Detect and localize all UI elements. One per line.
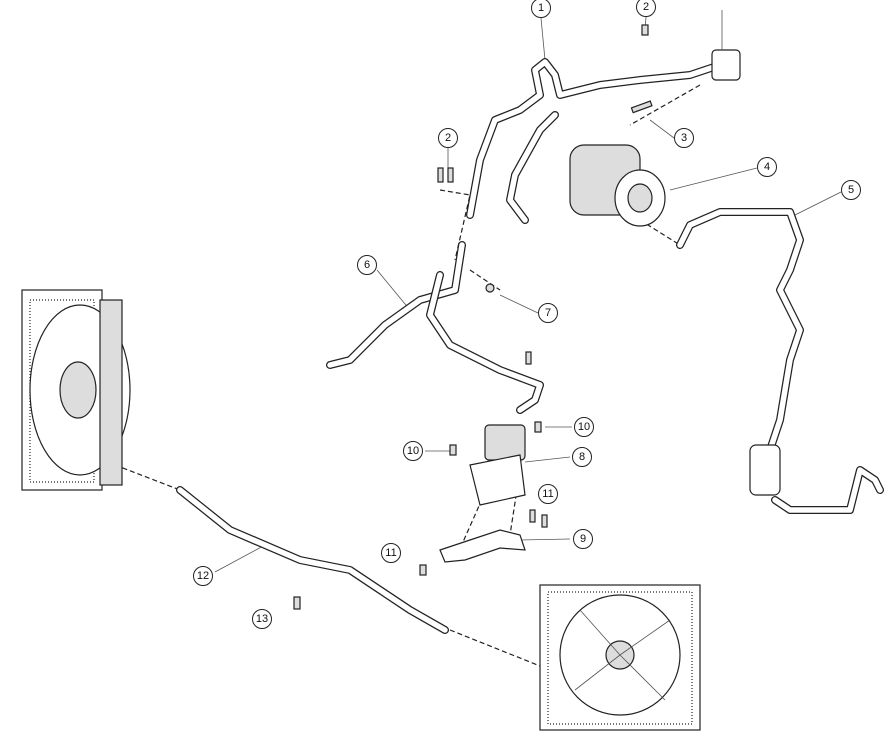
callout-6: 6 <box>357 255 377 275</box>
callout-9: 9 <box>573 529 593 549</box>
callout-5: 5 <box>841 180 861 200</box>
radiator-fan-left <box>21 289 131 491</box>
expansion-valve-block <box>439 424 526 563</box>
callout-1: 1 <box>531 0 551 18</box>
bolts <box>293 24 653 610</box>
callout-12: 12 <box>193 566 213 586</box>
hose-6 <box>326 241 544 414</box>
callout-8: 8 <box>572 447 592 467</box>
callout-4: 4 <box>757 157 777 177</box>
radiator-fan-right <box>539 584 701 731</box>
hose-5 <box>676 208 884 514</box>
compressor <box>569 144 666 227</box>
callout-10: 10 <box>403 441 423 461</box>
callout-2: 2 <box>438 128 458 148</box>
callout-3: 3 <box>674 128 694 148</box>
callout-2: 2 <box>636 0 656 17</box>
hose-12 <box>176 486 449 634</box>
callout-11: 11 <box>381 543 401 563</box>
callout-13: 13 <box>252 609 272 629</box>
hose-1 <box>466 10 741 224</box>
callout-7: 7 <box>538 303 558 323</box>
callout-10: 10 <box>574 417 594 437</box>
leader-lines <box>214 16 842 573</box>
callout-11: 11 <box>538 484 558 504</box>
